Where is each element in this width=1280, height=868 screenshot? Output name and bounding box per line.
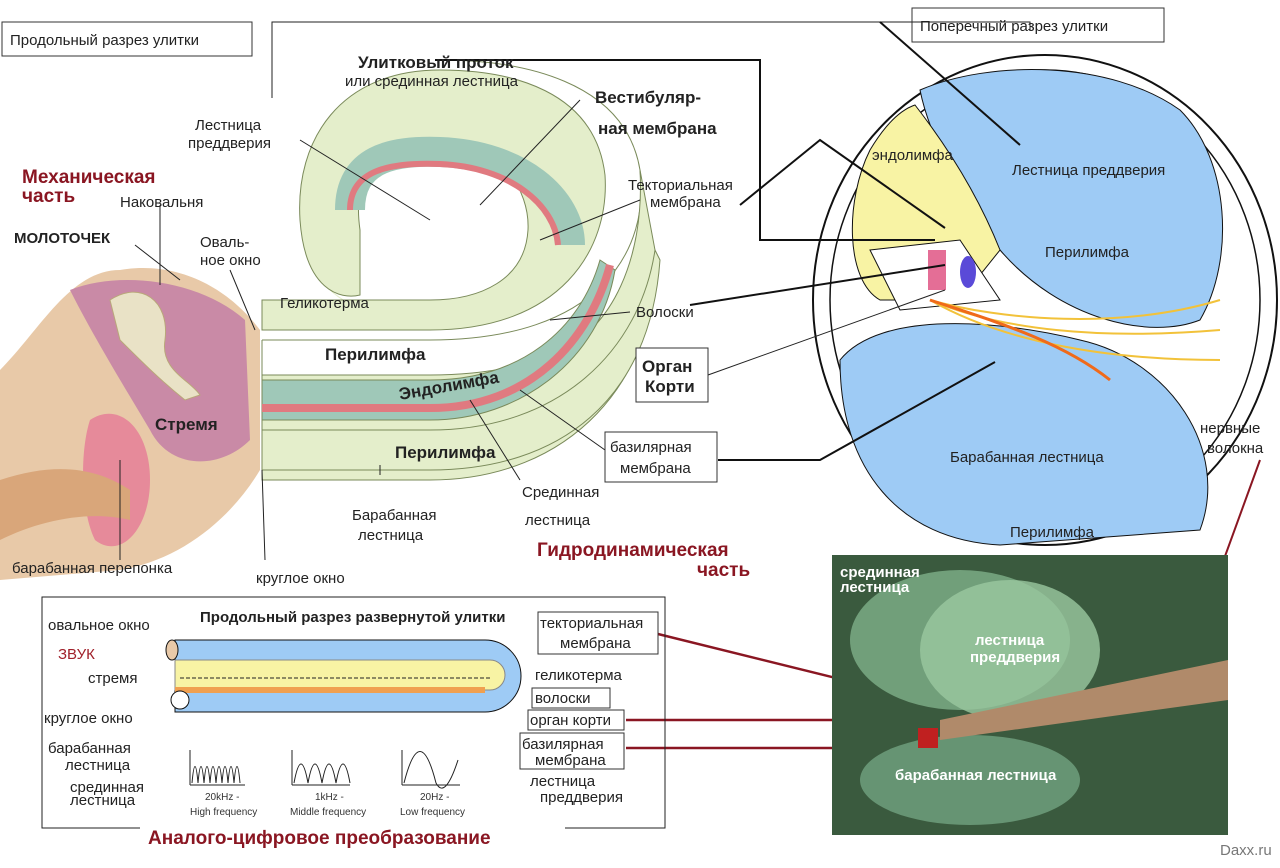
svg-text:волокна: волокна [1207, 440, 1264, 457]
svg-text:Барабанная лестница: Барабанная лестница [950, 449, 1104, 466]
svg-text:Оваль-: Оваль- [200, 234, 249, 251]
svg-text:эндолимфа: эндолимфа [872, 147, 953, 164]
svg-text:круглое окно: круглое окно [256, 570, 345, 587]
svg-text:Лестница: Лестница [195, 117, 262, 134]
svg-text:Орган: Орган [642, 357, 692, 376]
svg-text:Корти: Корти [645, 377, 695, 396]
svg-text:Срединная: Срединная [522, 484, 599, 501]
svg-text:Улитковый проток: Улитковый проток [358, 53, 514, 72]
svg-text:Механическая: Механическая [22, 167, 156, 188]
svg-text:20Hz -: 20Hz - [420, 792, 449, 803]
svg-text:барабанная: барабанная [48, 740, 131, 757]
svg-text:часть: часть [22, 186, 75, 207]
svg-text:овальное окно: овальное окно [48, 617, 150, 634]
svg-text:Геликотерма: Геликотерма [280, 295, 370, 312]
svg-text:мембрана: мембрана [620, 460, 691, 477]
svg-text:нервные: нервные [1200, 420, 1260, 437]
cross-labels: эндолимфа Лестница преддверия Перилимфа … [872, 147, 1264, 541]
svg-text:преддверия: преддверия [970, 649, 1060, 666]
svg-text:High frequency: High frequency [190, 807, 257, 818]
svg-text:геликотерма: геликотерма [535, 667, 623, 684]
svg-text:Наковальня: Наковальня [120, 194, 203, 211]
svg-text:лестница: лестница [975, 632, 1045, 649]
svg-text:Перилимфа: Перилимфа [325, 345, 426, 364]
organ-corti-label: Орган Корти [635, 347, 709, 403]
svg-text:Лестница преддверия: Лестница преддверия [1012, 162, 1165, 179]
svg-text:Поперечный разрез улитки: Поперечный разрез улитки [920, 18, 1108, 35]
cochlea-cross-section [812, 54, 1278, 546]
cochlea-spiral [261, 59, 661, 481]
svg-text:барабанная лестница: барабанная лестница [895, 767, 1057, 784]
svg-text:преддверия: преддверия [540, 789, 623, 806]
svg-text:стремя: стремя [88, 670, 138, 687]
svg-text:базилярная: базилярная [610, 439, 692, 456]
svg-text:Текториальная: Текториальная [628, 177, 733, 194]
middle-ear-illustration [0, 268, 260, 580]
svg-text:лестница: лестница [525, 512, 591, 529]
frequency-wave-high: 20kHz - High frequency [189, 750, 257, 818]
svg-text:текториальная: текториальная [540, 615, 643, 632]
svg-text:Вестибуляр-: Вестибуляр- [595, 88, 701, 107]
svg-text:Перилимфа: Перилимфа [395, 443, 496, 462]
svg-text:лестница: лестница [358, 527, 424, 544]
svg-text:Аналого-цифровое преобразовани: Аналого-цифровое преобразование [148, 828, 491, 849]
svg-text:мембрана: мембрана [650, 194, 721, 211]
cochlea-photo: срединная лестница лестница преддверия б… [832, 555, 1228, 835]
svg-text:часть: часть [697, 560, 750, 581]
svg-text:базилярная: базилярная [522, 736, 604, 753]
svg-text:или срединная лестница: или срединная лестница [345, 73, 519, 90]
svg-text:срединная: срединная [70, 779, 144, 796]
svg-text:1kHz -: 1kHz - [315, 792, 344, 803]
svg-text:орган корти: орган корти [530, 712, 611, 729]
svg-text:Стремя: Стремя [155, 415, 218, 434]
frequency-wave-low: 20Hz - Low frequency [400, 750, 465, 818]
watermark: Daxx.ru [1220, 842, 1272, 859]
svg-text:преддверия: преддверия [188, 135, 271, 152]
svg-text:Low frequency: Low frequency [400, 807, 465, 818]
svg-text:ная мембрана: ная мембрана [598, 119, 717, 138]
longitudinal-title: Продольный разрез улитки [1, 21, 253, 57]
unrolled-cochlea-panel: Продольный разрез развернутой улитки ова… [41, 596, 666, 849]
svg-text:20kHz -: 20kHz - [205, 792, 239, 803]
svg-text:ЗВУК: ЗВУК [58, 646, 95, 663]
svg-text:Перилимфа: Перилимфа [1010, 524, 1095, 541]
svg-text:срединная: срединная [840, 564, 920, 581]
svg-text:лестница: лестница [65, 757, 131, 774]
svg-text:волоски: волоски [535, 690, 591, 707]
basilar-label: базилярная мембрана [604, 431, 718, 483]
svg-text:барабанная перепонка: барабанная перепонка [12, 560, 173, 577]
svg-text:мембрана: мембрана [535, 752, 606, 769]
svg-text:Гидродинамическая: Гидродинамическая [537, 540, 729, 561]
frequency-wave-middle: 1kHz - Middle frequency [290, 750, 366, 818]
ear-labels: Механическая часть МОЛОТОЧЕК Наковальня … [12, 167, 345, 587]
svg-text:Продольный разрез улитки: Продольный разрез улитки [10, 32, 199, 49]
svg-text:Продольный разрез развернутой: Продольный разрез развернутой улитки [200, 609, 505, 626]
svg-text:МОЛОТОЧЕК: МОЛОТОЧЕК [14, 230, 111, 247]
svg-text:мембрана: мембрана [560, 635, 631, 652]
svg-text:лестница: лестница [530, 773, 596, 790]
svg-text:ное окно: ное окно [200, 252, 261, 269]
svg-text:лестница: лестница [70, 792, 136, 809]
svg-text:лестница: лестница [840, 579, 910, 596]
svg-text:Перилимфа: Перилимфа [1045, 244, 1130, 261]
svg-text:круглое окно: круглое окно [44, 710, 133, 727]
cross-title: Поперечный разрез улитки [911, 7, 1165, 43]
svg-text:Middle frequency: Middle frequency [290, 807, 366, 818]
svg-text:Волоски: Волоски [636, 304, 694, 321]
svg-text:Барабанная: Барабанная [352, 507, 437, 524]
